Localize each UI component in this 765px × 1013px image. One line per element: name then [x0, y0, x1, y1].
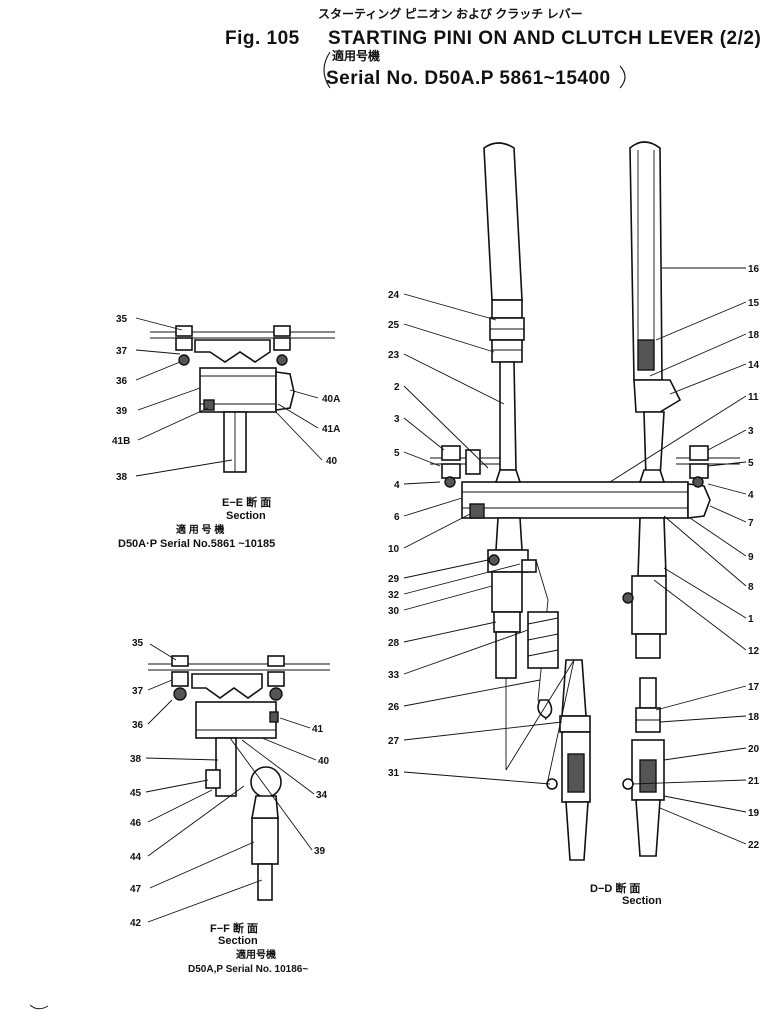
ee-serial: D50A·P Serial No.5861 ~10185 [118, 538, 275, 550]
ee-label-36: 36 [116, 376, 128, 387]
applicable-jp: 適用号機 [332, 48, 380, 63]
ff-applicable: 適用号機 [236, 948, 276, 961]
view-ff: 35 37 36 38 45 46 44 47 42 41 40 34 39 F… [130, 638, 330, 975]
main-label-1: 1 [748, 614, 754, 625]
ff-label-35: 35 [132, 638, 144, 649]
main-label-19: 19 [748, 808, 760, 819]
ee-label-37: 37 [116, 346, 128, 357]
ff-title: F−F 断 面 [210, 921, 258, 935]
main-label-32: 32 [388, 590, 400, 601]
main-label-6: 6 [394, 512, 400, 523]
ee-applicable: 適 用 号 機 [176, 523, 224, 536]
main-label-16: 16 [748, 264, 760, 275]
ff-label-39: 39 [314, 846, 326, 857]
main-label-14: 14 [748, 360, 760, 371]
main-label-11: 11 [748, 392, 759, 403]
ff-label-36: 36 [132, 720, 144, 731]
main-label-18-upper: 18 [748, 330, 760, 341]
serial-bracket-left [323, 51, 331, 89]
ee-label-40a: 40A [322, 394, 340, 405]
main-label-33: 33 [388, 670, 400, 681]
dd-section: Section [622, 895, 662, 907]
fig-label: Fig. 105 [225, 28, 300, 49]
main-label-3-right: 3 [748, 426, 754, 437]
ee-label-38: 38 [116, 472, 128, 483]
ee-label-41a: 41A [322, 424, 340, 435]
ff-part-labels: 35 37 36 38 45 46 44 47 42 41 40 34 39 [130, 638, 330, 929]
main-label-3-left: 3 [394, 414, 400, 425]
main-label-21: 21 [748, 776, 760, 787]
ff-label-34: 34 [316, 790, 328, 801]
ff-label-42: 42 [130, 918, 142, 929]
ee-part-labels: 35 37 36 39 41B 38 40A 41A 40 [112, 314, 340, 483]
main-part-labels: 24 25 23 2 3 5 4 6 10 29 32 30 28 33 26 … [388, 264, 760, 851]
ee-label-39: 39 [116, 406, 128, 417]
ff-label-40: 40 [318, 756, 330, 767]
main-label-5-left: 5 [394, 448, 400, 459]
ff-label-38: 38 [130, 754, 142, 765]
view-main: 24 25 23 2 3 5 4 6 10 29 32 30 28 33 26 … [388, 141, 760, 907]
view-ee: 35 37 36 39 41B 38 40A 41A 40 E−E 断 面 Se… [112, 314, 340, 550]
main-label-31: 31 [388, 768, 400, 779]
ff-label-47: 47 [130, 884, 142, 895]
ee-section: Section [226, 510, 266, 522]
main-label-7: 7 [748, 518, 754, 529]
main-label-17: 17 [748, 682, 760, 693]
ff-label-44: 44 [130, 852, 142, 863]
ee-title: E−E 断 面 [222, 495, 271, 509]
main-label-12: 12 [748, 646, 760, 657]
main-label-4-left: 4 [394, 480, 400, 491]
dd-title: D−D 断 面 [590, 881, 640, 895]
serial-bracket-right [619, 65, 626, 89]
main-label-20: 20 [748, 744, 760, 755]
main-label-18-lower: 18 [748, 712, 760, 723]
serial-range: Serial No. D50A.P 5861~15400 [326, 68, 611, 89]
main-label-22: 22 [748, 840, 760, 851]
ff-serial: D50A,P Serial No. 10186~ [188, 964, 308, 975]
ff-label-37: 37 [132, 686, 144, 697]
ff-section: Section [218, 935, 258, 947]
main-label-27: 27 [388, 736, 400, 747]
main-label-4-right: 4 [748, 490, 754, 501]
main-label-28: 28 [388, 638, 400, 649]
main-label-26: 26 [388, 702, 400, 713]
main-label-9: 9 [748, 552, 754, 563]
ee-label-35: 35 [116, 314, 128, 325]
main-label-23: 23 [388, 350, 400, 361]
main-label-24: 24 [388, 290, 400, 301]
main-label-2: 2 [394, 382, 400, 393]
main-label-5-right: 5 [748, 458, 754, 469]
main-label-29: 29 [388, 574, 400, 585]
ff-label-46: 46 [130, 818, 142, 829]
main-label-30: 30 [388, 606, 400, 617]
ff-label-41: 41 [312, 724, 324, 735]
diagram-title: STARTING PINI ON AND CLUTCH LEVER (2/2) [328, 28, 761, 49]
main-label-15: 15 [748, 298, 760, 309]
header: Fig. 105 スターティング ピニオン および クラッチ レバー START… [225, 6, 761, 89]
corner-mark [29, 1004, 49, 1010]
main-label-10: 10 [388, 544, 400, 555]
jp-title: スターティング ピニオン および クラッチ レバー [318, 6, 583, 21]
ee-label-41b: 41B [112, 436, 130, 447]
ee-label-40: 40 [326, 456, 338, 467]
cross-shaft [461, 481, 689, 519]
main-label-25: 25 [388, 320, 400, 331]
left-lever-grip [483, 142, 523, 301]
main-label-8: 8 [748, 582, 754, 593]
ff-label-45: 45 [130, 788, 142, 799]
